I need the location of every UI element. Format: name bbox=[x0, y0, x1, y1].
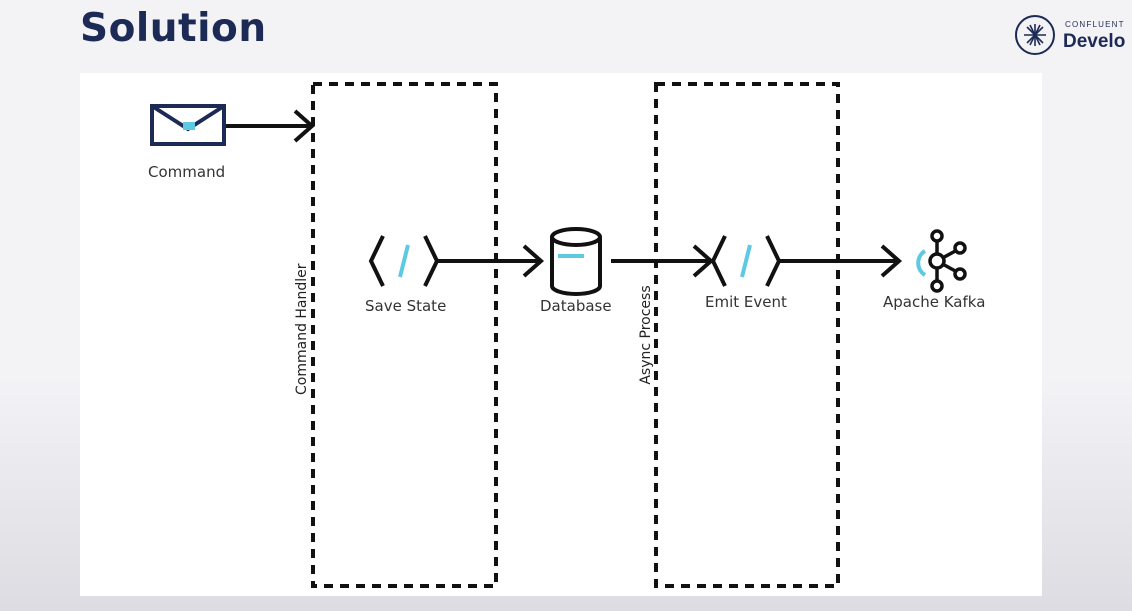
node-label-database: Database bbox=[540, 297, 612, 315]
edge-database-to-emit-event bbox=[611, 244, 715, 278]
node-label-command: Command bbox=[148, 163, 226, 181]
node-label-emit-event: Emit Event bbox=[705, 293, 787, 311]
emit-event-code-icon bbox=[710, 235, 782, 287]
save-state-code-icon bbox=[368, 235, 440, 287]
slide-title: Solution bbox=[80, 6, 267, 51]
brand-top-text: CONFLUENT bbox=[1065, 20, 1125, 29]
group-box-async-process bbox=[654, 82, 840, 588]
database-cylinder-icon bbox=[550, 227, 602, 296]
group-label-command-handler: Command Handler bbox=[294, 263, 310, 395]
kafka-icon bbox=[916, 229, 967, 293]
confluent-developer-brand: CONFLUENT Develo bbox=[1014, 14, 1132, 58]
diagram-canvas bbox=[150, 82, 967, 588]
node-label-apache-kafka: Apache Kafka bbox=[883, 293, 986, 311]
confluent-starburst-icon bbox=[1015, 15, 1055, 55]
edge-save-state-to-database bbox=[438, 244, 545, 278]
group-box-command-handler bbox=[311, 82, 498, 588]
group-label-async-process: Async Process bbox=[638, 285, 654, 385]
node-label-save-state: Save State bbox=[365, 297, 447, 315]
diagram-panel: Command Save State Database Emit Event A… bbox=[80, 73, 1042, 596]
brand-name: Develo bbox=[1063, 31, 1126, 52]
edge-emit-event-to-kafka bbox=[780, 244, 903, 278]
edge-command-to-handler bbox=[226, 109, 316, 143]
envelope-icon bbox=[150, 104, 226, 146]
